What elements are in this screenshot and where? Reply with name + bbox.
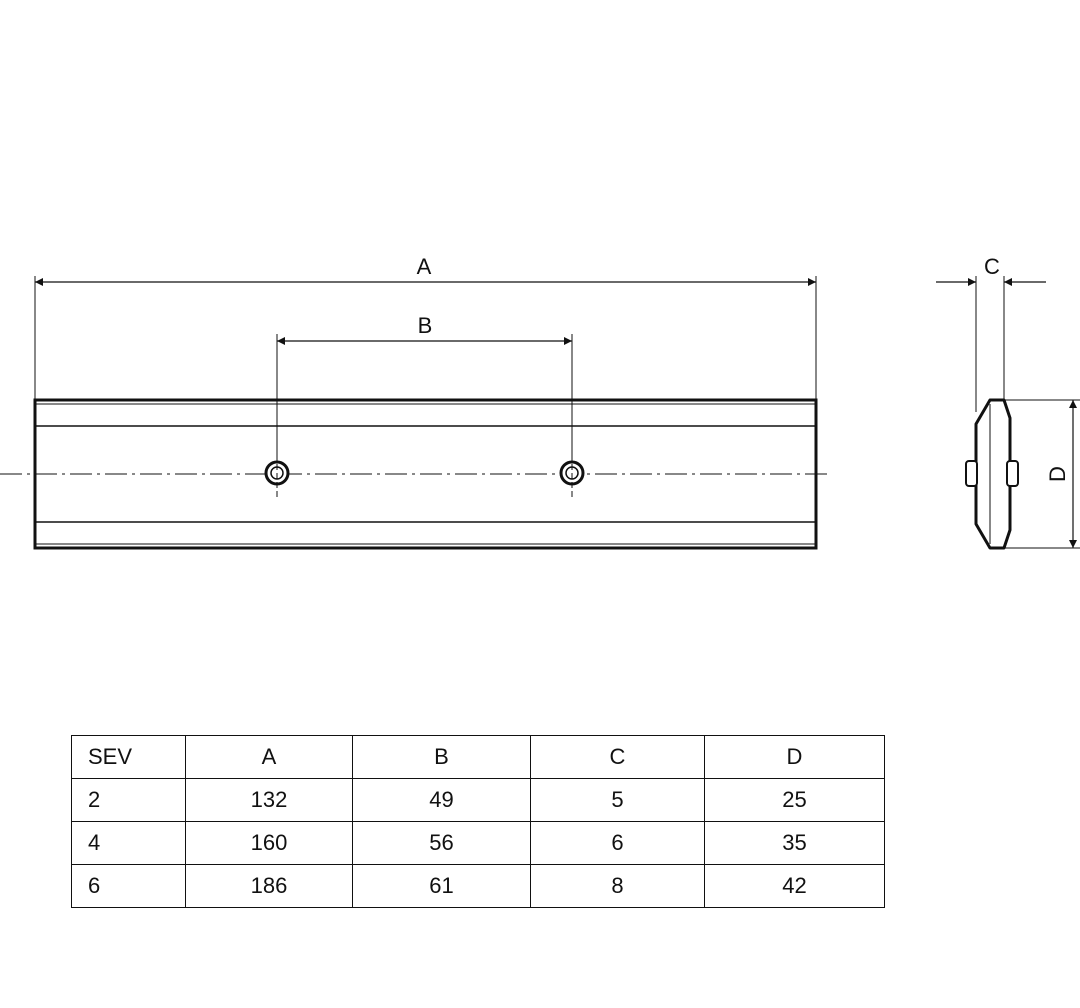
table-header-cell: C (530, 735, 705, 779)
table-cell: 186 (185, 864, 353, 908)
table-cell: 2 (71, 778, 186, 822)
table-header-cell: A (185, 735, 353, 779)
table-cell: 61 (352, 864, 531, 908)
side-view: C D (936, 254, 1080, 550)
table-cell: 6 (530, 821, 705, 865)
dimension-b-label: B (418, 313, 433, 338)
table-row: 6 186 61 8 42 (71, 864, 885, 908)
table-cell: 35 (704, 821, 885, 865)
side-profile (974, 398, 1012, 550)
side-tab-left (965, 460, 978, 487)
mounting-hole-left (264, 455, 290, 500)
table-cell: 25 (704, 778, 885, 822)
table-header-row: SEV A B C D (71, 735, 885, 779)
dimension-c-label: C (984, 254, 1000, 279)
table-cell: 4 (71, 821, 186, 865)
dimension-a: A (34, 254, 817, 400)
table-cell: 160 (185, 821, 353, 865)
table-cell: 8 (530, 864, 705, 908)
table-cell: 6 (71, 864, 186, 908)
dimension-c: C (936, 254, 1046, 412)
table-cell: 56 (352, 821, 531, 865)
table-cell: 49 (352, 778, 531, 822)
dimension-d-label: D (1045, 466, 1070, 482)
table-header-cell: SEV (71, 735, 186, 779)
dimension-d: D (1004, 399, 1080, 549)
dimension-table: SEV A B C D 2 132 49 5 25 4 160 56 6 35 … (71, 735, 885, 908)
table-cell: 132 (185, 778, 353, 822)
table-header-cell: D (704, 735, 885, 779)
dimension-b: B (276, 313, 573, 460)
table-header-cell: B (352, 735, 531, 779)
table-cell: 42 (704, 864, 885, 908)
mounting-hole-right (559, 455, 585, 500)
side-tab-right (1006, 460, 1019, 487)
front-view: A B (0, 254, 830, 550)
table-cell: 5 (530, 778, 705, 822)
table-row: 2 132 49 5 25 (71, 778, 885, 822)
dimension-a-label: A (417, 254, 432, 279)
table-row: 4 160 56 6 35 (71, 821, 885, 865)
